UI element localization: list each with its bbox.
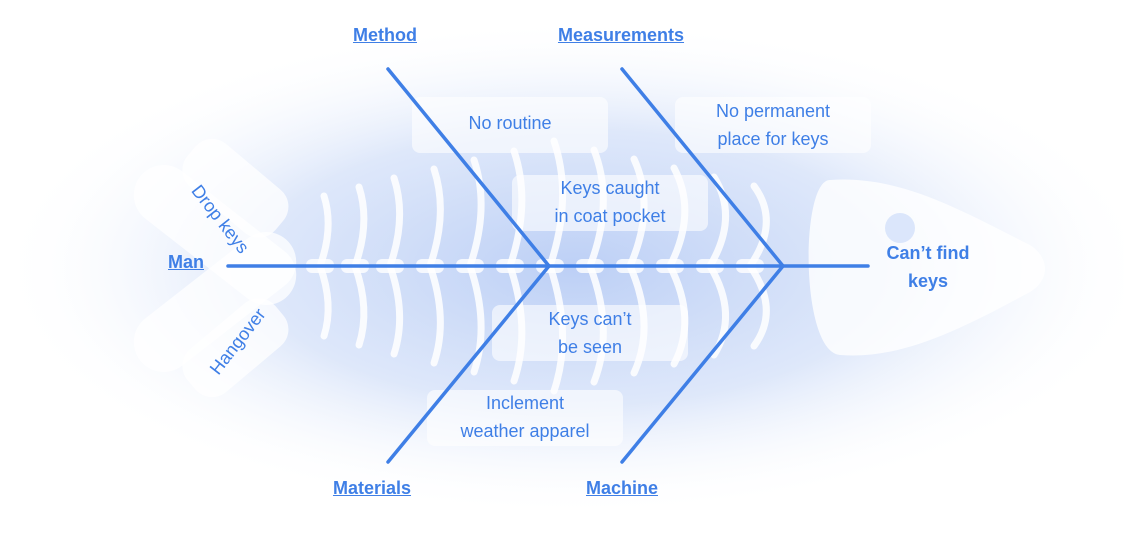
measurements-branch [620,67,785,268]
rib [386,174,404,270]
cause-text: No routine [468,113,552,133]
materials-branch [386,264,551,464]
cause-text-line2: place for keys [717,129,829,149]
effect-line2: keys [907,271,949,291]
cause-text-line2: be seen [557,337,623,357]
cause-text-line1: Keys can’t [548,309,632,329]
fish-eye [885,213,915,243]
rib [426,165,444,270]
cause-keys-caught: Keys caught in coat pocket [554,174,665,230]
cause-inclement-weather: Inclement weather apparel [460,389,589,445]
rib [351,183,368,270]
effect-line1: Can’t find [886,243,970,263]
cause-boxes [412,97,871,446]
rib [316,192,332,270]
cause-no-routine: No routine [468,109,551,137]
rib [351,262,368,349]
rib [386,262,404,358]
category-method: Method [353,25,417,45]
machine-branch [620,264,785,464]
category-machine: Machine [585,478,659,498]
rib [466,262,485,376]
category-materials: Materials [332,478,412,498]
rib [466,156,485,270]
cause-text-line1: No permanent [715,101,831,121]
effect-label: Can’t find keys [887,239,970,295]
diagram-lines [226,67,870,464]
cause-keys-not-seen: Keys can’t be seen [548,305,631,361]
cause-no-permanent-place: No permanent place for keys [716,97,830,153]
rib [316,262,332,340]
rib [746,182,770,270]
rib [426,262,444,367]
cause-text-line2: in coat pocket [554,206,666,226]
cause-text-line1: Inclement [485,393,565,413]
cause-text-line2: weather apparel [460,421,590,441]
method-branch [386,67,551,268]
rib [746,262,770,350]
cause-text-line1: Keys caught [560,178,660,198]
category-man: Man [168,252,204,272]
category-measurements: Measurements [557,25,685,45]
fish-head [808,179,1045,356]
